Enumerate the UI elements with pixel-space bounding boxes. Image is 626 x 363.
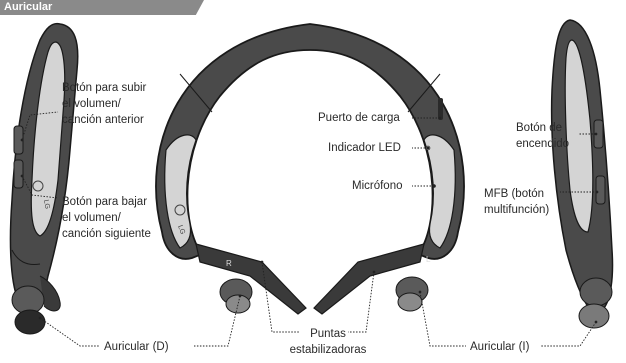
- label-power-button: Botón de encendido: [516, 120, 569, 152]
- label-stabilizer-tips: Puntas estabilizadoras: [278, 326, 378, 358]
- label-earbud-right: Auricular (D): [104, 339, 169, 355]
- mfb-button[interactable]: [596, 176, 605, 204]
- label-led-indicator: Indicador LED: [328, 140, 401, 156]
- label-mfb-button: MFB (botón multifunción): [484, 186, 549, 218]
- right-side-view: [552, 20, 613, 328]
- left-side-view: LG: [10, 24, 77, 334]
- label-volume-up: Botón para subir el volumen/ canción ant…: [62, 80, 146, 128]
- charging-port: [438, 98, 443, 120]
- label-earbud-left: Auricular (I): [470, 339, 529, 355]
- neckband: LG R L: [156, 24, 464, 314]
- label-charging-port: Puerto de carga: [318, 110, 400, 126]
- side-mark-l: L: [426, 255, 431, 264]
- volume-up-button[interactable]: [14, 126, 23, 154]
- label-microphone: Micrófono: [352, 178, 403, 194]
- volume-down-button[interactable]: [14, 160, 23, 188]
- side-mark-r: R: [226, 259, 232, 268]
- label-volume-down: Botón para bajar el volumen/ canción sig…: [62, 194, 151, 242]
- earbud-right-tip: [15, 310, 45, 334]
- earbud-left-housing: [580, 278, 612, 306]
